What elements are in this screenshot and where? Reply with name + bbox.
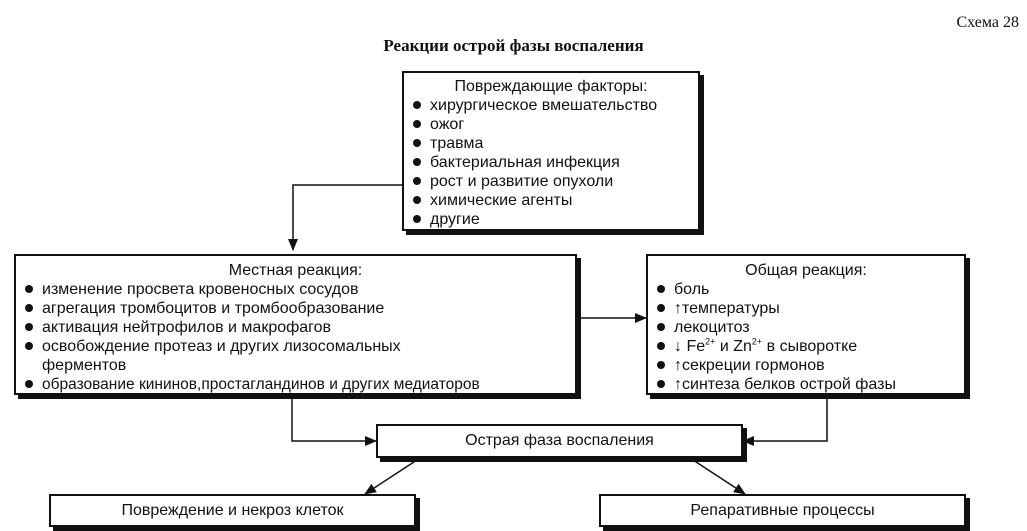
repair-outcome-box: Репаративные процессы: [599, 494, 966, 527]
list-item: ↑секреции гормонов: [652, 356, 960, 375]
arrow-factors-to-local: [288, 184, 402, 251]
ion-fe-charge: 2+: [705, 336, 716, 347]
list-item: лекоцитоз: [652, 318, 960, 337]
general-reaction-box: Общая реакция: боль ↑температуры лекоцит…: [646, 254, 966, 395]
list-item: бактериальная инфекция: [408, 153, 694, 172]
damage-outcome-label: Повреждение и некроз клеток: [121, 501, 344, 519]
general-reaction-list: боль ↑температуры лекоцитоз ↓ Fe2+ и Zn2…: [652, 280, 960, 394]
arrow-acute-to-damage: [364, 457, 421, 495]
list-item: травма: [408, 134, 694, 153]
ion-zn-charge: 2+: [751, 336, 763, 347]
arrow-up-icon: ↑: [674, 376, 682, 393]
list-item: хирургическое вмешательство: [408, 96, 694, 115]
local-reaction-heading: Местная реакция:: [228, 262, 363, 279]
acute-phase-box: Острая фаза воспаления: [376, 424, 743, 458]
ion-fe: Fe: [686, 338, 706, 355]
ion-zn: Zn: [733, 338, 752, 355]
damaging-factors-heading: Повреждающие факторы:: [454, 78, 648, 95]
arrow-up-icon: ↑: [674, 300, 682, 317]
item-text: в сыворотке: [766, 338, 858, 355]
list-item: ожог: [408, 115, 694, 134]
item-text: боль: [674, 281, 710, 298]
item-text: секреции гормонов: [682, 357, 825, 374]
scheme-label: Схема 28: [956, 14, 1020, 31]
local-reaction-box: Местная реакция: изменение просвета кров…: [14, 254, 577, 395]
local-reaction-list: изменение просвета кровеносных сосудов а…: [20, 280, 571, 394]
repair-outcome-label: Репаративные процессы: [690, 501, 875, 519]
list-item: боль: [652, 280, 960, 299]
arrow-general-to-acute: [742, 395, 828, 446]
list-item: освобождение протеаз и других лизосомаль…: [20, 337, 571, 375]
item-text: температуры: [682, 300, 780, 317]
list-item: агрегация тромбоцитов и тромбообразовани…: [20, 299, 571, 318]
damaging-factors-box: Повреждающие факторы: хирургическое вмеш…: [402, 71, 700, 231]
item-text: лекоцитоз: [674, 319, 750, 336]
item-text: синтеза белков острой фазы: [682, 376, 896, 393]
arrow-acute-to-repair: [689, 457, 746, 495]
arrow-local-to-acute: [291, 395, 377, 446]
list-item: химические агенты: [408, 191, 694, 210]
damaging-factors-list: хирургическое вмешательство ожог травма …: [408, 96, 694, 229]
arrow-down-icon: ↓: [674, 338, 682, 355]
conjunction: и: [719, 338, 729, 355]
diagram-title: Реакции острой фазы воспаления: [383, 36, 644, 55]
list-item: ↓ Fe2+ и Zn2+ в сыворотке: [652, 337, 960, 356]
damage-outcome-box: Повреждение и некроз клеток: [49, 494, 416, 527]
list-item: рост и развитие опухоли: [408, 172, 694, 191]
list-item: активация нейтрофилов и макрофагов: [20, 318, 571, 337]
list-item: другие: [408, 210, 694, 229]
acute-phase-label: Острая фаза воспаления: [465, 432, 654, 449]
list-item: ↑синтеза белков острой фазы: [652, 375, 960, 394]
list-item: ↑температуры: [652, 299, 960, 318]
list-item: изменение просвета кровеносных сосудов: [20, 280, 571, 299]
general-reaction-heading: Общая реакция:: [745, 262, 867, 279]
arrow-up-icon: ↑: [674, 357, 682, 374]
list-item: образование кининов,простагландинов и др…: [20, 375, 571, 394]
